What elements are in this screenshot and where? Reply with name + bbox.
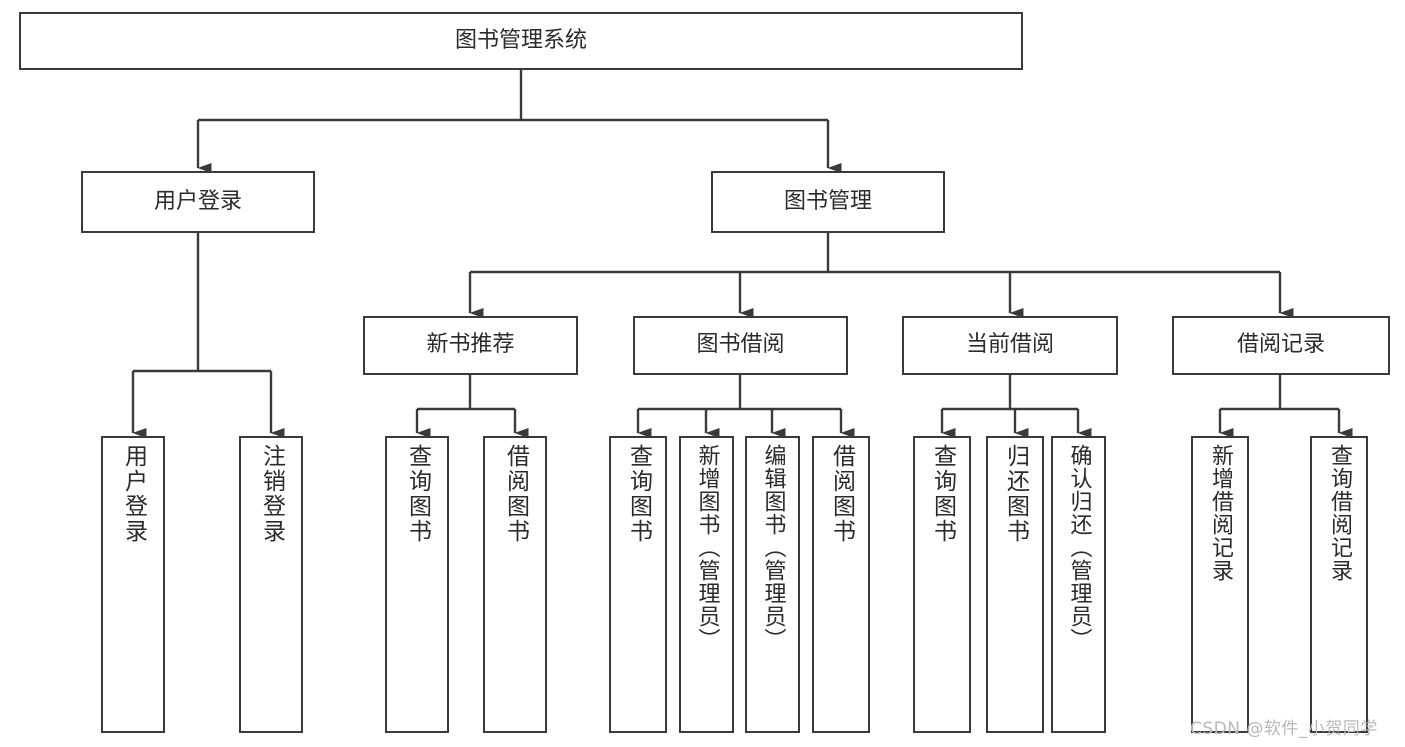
node-new-book-recommend[interactable]: 新书推荐 — [363, 316, 578, 375]
connectors-borrow-record-to-leaves — [1218, 375, 1353, 438]
node-leaf-edit-book-label: 编辑图书（管理员） — [760, 444, 786, 651]
node-leaf-query-book-current-label: 查询图书 — [929, 444, 956, 544]
node-leaf-query-book-recommend[interactable]: 查询图书 — [385, 436, 449, 733]
node-borrow-record-label: 借阅记录 — [1236, 332, 1325, 358]
node-leaf-confirm-return[interactable]: 确认归还（管理员） — [1051, 436, 1106, 733]
node-book-borrow[interactable]: 图书借阅 — [633, 316, 848, 375]
node-leaf-borrow-book-recommend-label: 借阅图书 — [502, 444, 529, 544]
node-root-label: 图书管理系统 — [454, 27, 587, 53]
node-leaf-user-logout[interactable]: 注销登录 — [239, 436, 303, 733]
node-user-login[interactable]: 用户登录 — [81, 171, 315, 233]
node-leaf-edit-book[interactable]: 编辑图书（管理员） — [745, 436, 800, 733]
node-user-login-label: 用户登录 — [153, 188, 242, 214]
connectors-book-manage-to-level3 — [468, 233, 1294, 318]
node-leaf-query-book-current[interactable]: 查询图书 — [913, 436, 971, 733]
node-leaf-query-book-borrow[interactable]: 查询图书 — [609, 436, 667, 733]
connectors-root-to-level2 — [196, 70, 842, 173]
node-leaf-return-book-label: 归还图书 — [1002, 444, 1029, 544]
node-leaf-borrow-book-recommend[interactable]: 借阅图书 — [483, 436, 547, 733]
connectors-user-login-to-leaves — [131, 233, 285, 438]
connectors-recommend-to-leaves — [415, 375, 529, 438]
connectors-current-borrow-to-leaves — [940, 375, 1092, 438]
node-leaf-add-book-label: 新增图书（管理员） — [694, 444, 720, 651]
node-leaf-add-book[interactable]: 新增图书（管理员） — [679, 436, 734, 733]
node-leaf-return-book[interactable]: 归还图书 — [986, 436, 1044, 733]
node-book-manage-label: 图书管理 — [783, 188, 872, 214]
node-leaf-borrow-book[interactable]: 借阅图书 — [812, 436, 870, 733]
node-borrow-record[interactable]: 借阅记录 — [1172, 316, 1390, 375]
connectors-borrow-to-leaves — [636, 375, 855, 438]
node-leaf-borrow-book-label: 借阅图书 — [828, 444, 855, 544]
node-leaf-add-borrow-record-label: 新增借阅记录 — [1208, 444, 1233, 582]
node-current-borrow-label: 当前借阅 — [965, 332, 1054, 358]
node-leaf-user-logout-label: 注销登录 — [258, 444, 285, 544]
node-new-book-recommend-label: 新书推荐 — [426, 332, 515, 358]
node-leaf-query-book-borrow-label: 查询图书 — [625, 444, 652, 544]
node-leaf-user-login-label: 用户登录 — [120, 444, 147, 544]
node-book-manage[interactable]: 图书管理 — [711, 171, 945, 233]
node-leaf-query-borrow-record-label: 查询借阅记录 — [1327, 444, 1352, 582]
node-leaf-query-book-recommend-label: 查询图书 — [404, 444, 431, 544]
node-book-borrow-label: 图书借阅 — [696, 332, 785, 358]
node-leaf-add-borrow-record[interactable]: 新增借阅记录 — [1191, 436, 1249, 733]
csdn-watermark: CSDN @软件_小贺同学 — [1190, 719, 1378, 739]
node-leaf-user-login[interactable]: 用户登录 — [101, 436, 165, 733]
node-leaf-query-borrow-record[interactable]: 查询借阅记录 — [1310, 436, 1368, 733]
node-current-borrow[interactable]: 当前借阅 — [902, 316, 1118, 375]
node-leaf-confirm-return-label: 确认归还（管理员） — [1066, 444, 1092, 651]
node-root[interactable]: 图书管理系统 — [19, 12, 1023, 70]
